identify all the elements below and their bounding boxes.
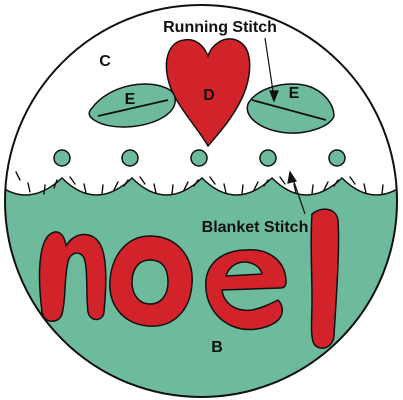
- leaf-right-stitch: [251, 99, 327, 121]
- lower-fabric-panel: [5, 176, 397, 397]
- leaf-left-stitch: [97, 99, 169, 117]
- label-b: B: [211, 339, 223, 356]
- decorative-dots: [53, 149, 346, 167]
- letter-e-shape: [205, 249, 287, 331]
- leaf-right: [246, 83, 335, 134]
- hoop-outline: [4, 4, 398, 398]
- leader-lines: [264, 37, 306, 215]
- label-blanket-stitch: Blanket Stitch: [202, 219, 309, 236]
- label-e-right: E: [289, 85, 300, 102]
- letter-n-shape: [38, 231, 107, 322]
- leaf-left: [88, 83, 176, 128]
- label-d: D: [203, 87, 215, 104]
- letter-l-shape: [310, 208, 340, 349]
- heart-shape: [165, 38, 251, 148]
- label-c: C: [99, 53, 111, 70]
- label-e-left: E: [125, 91, 136, 108]
- label-running-stitch: Running Stitch: [163, 19, 277, 36]
- letter-o-shape: [109, 235, 193, 327]
- blanket-stitch-marks: [15, 171, 384, 195]
- noel-word: [38, 208, 340, 349]
